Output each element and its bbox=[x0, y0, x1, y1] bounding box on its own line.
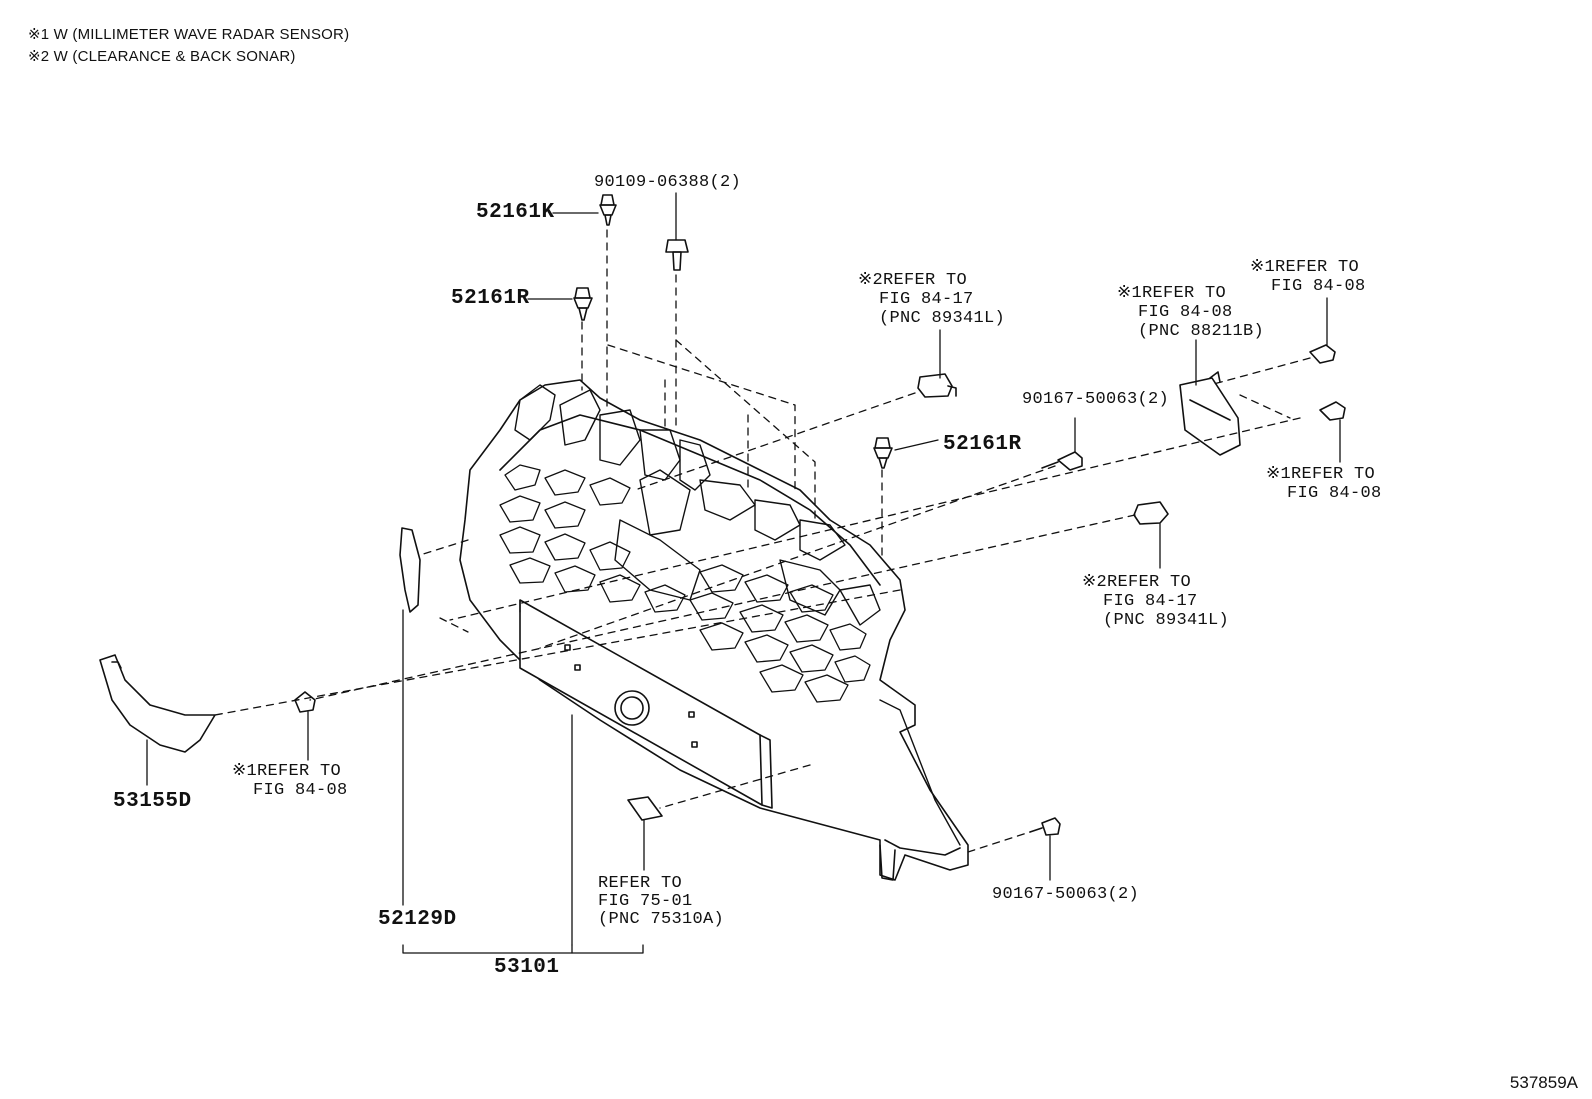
label-emblem-ref: REFER TO FIG 75-01 (PNC 75310A) bbox=[598, 874, 725, 929]
label-radar-ref-right: ※1REFER TO FIG 84-08 bbox=[1266, 465, 1382, 503]
clip-52161r-mid bbox=[873, 437, 893, 469]
radar-sensor bbox=[1179, 371, 1241, 456]
label-sonar-ref-right: ※2REFER TO FIG 84-17 (PNC 89341L) bbox=[1082, 573, 1230, 630]
part-52129d bbox=[399, 527, 421, 613]
label-screw-mid: 90167-50063(2) bbox=[1022, 390, 1170, 409]
legend-note-2: ※2 W (CLEARANCE & BACK SONAR) bbox=[28, 48, 296, 65]
bolt-90109 bbox=[665, 239, 689, 271]
label-radar-ref-left: ※1REFER TO FIG 84-08 bbox=[232, 762, 348, 800]
radar-screw-top bbox=[1309, 344, 1336, 364]
label-52161r-top: 52161R bbox=[451, 287, 530, 310]
part-53155d bbox=[99, 654, 216, 753]
label-52161k: 52161K bbox=[476, 201, 555, 224]
sonar-top bbox=[917, 373, 957, 398]
diagram-id: 537859A bbox=[1509, 1073, 1578, 1092]
legend-note-1: ※1 W (MILLIMETER WAVE RADAR SENSOR) bbox=[28, 26, 350, 43]
plate-panel bbox=[519, 599, 773, 809]
clip-52161k bbox=[599, 194, 617, 226]
label-radar-ref-top: ※1REFER TO FIG 84-08 (PNC 88211B) bbox=[1117, 284, 1265, 341]
screw-mid bbox=[1041, 451, 1083, 471]
label-screw-bottom: 90167-50063(2) bbox=[992, 885, 1140, 904]
label-sonar-ref-top: ※2REFER TO FIG 84-17 (PNC 89341L) bbox=[858, 271, 1006, 328]
grille-assembly bbox=[459, 379, 969, 881]
label-radar-screw-ref-top: ※1REFER TO FIG 84-08 bbox=[1250, 258, 1366, 296]
label-bolt-90109: 90109-06388(2) bbox=[594, 173, 742, 192]
emblem-cap bbox=[627, 796, 663, 821]
radar-screw-right bbox=[1319, 401, 1346, 421]
legend: ※1 W (MILLIMETER WAVE RADAR SENSOR) ※2 W… bbox=[28, 24, 349, 68]
label-52161r-mid: 52161R bbox=[943, 433, 1022, 456]
sonar-right bbox=[1133, 501, 1169, 525]
label-53101: 53101 bbox=[494, 956, 560, 979]
label-53155d: 53155D bbox=[113, 790, 192, 813]
clip-52161r-top bbox=[573, 287, 593, 321]
label-52129d: 52129D bbox=[378, 908, 457, 931]
screw-bottom bbox=[1029, 817, 1061, 836]
nut-left bbox=[294, 691, 316, 713]
